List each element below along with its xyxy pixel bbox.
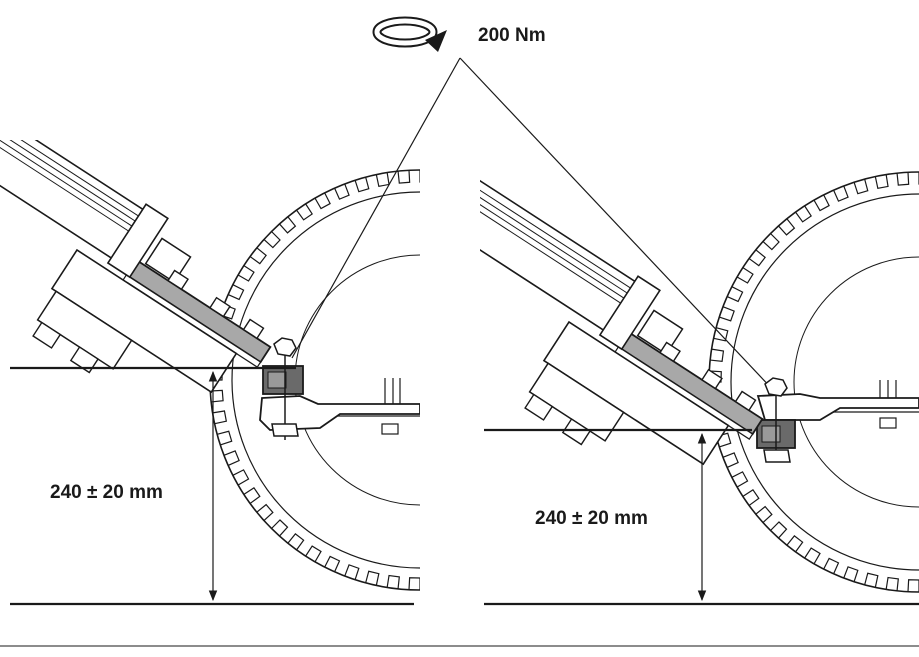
wheel-tooth bbox=[907, 579, 919, 592]
wheel-tooth bbox=[471, 568, 485, 583]
wheel-tooth bbox=[263, 231, 281, 249]
wheel-tooth bbox=[365, 570, 380, 586]
wheel-tooth bbox=[461, 175, 474, 189]
wheel-tooth bbox=[354, 177, 370, 193]
wheel-tooth bbox=[271, 519, 289, 537]
wheel-tooth bbox=[279, 216, 297, 234]
leader-line-right bbox=[459, 57, 776, 393]
wheel-tooth bbox=[731, 471, 749, 488]
wheel-tooth bbox=[296, 203, 313, 221]
wheel-tooth bbox=[223, 450, 240, 466]
wheel-tooth bbox=[864, 572, 879, 588]
wheel-tooth bbox=[596, 461, 611, 476]
right-bolt bbox=[763, 377, 791, 463]
wheel-tooth bbox=[853, 179, 869, 195]
wheel-tooth bbox=[491, 561, 505, 576]
right-view: 240 ± 20 mm bbox=[480, 145, 919, 606]
wheel-tooth bbox=[885, 576, 899, 591]
torque-indicator: 200 Nm bbox=[372, 16, 546, 52]
wheel-tooth bbox=[713, 327, 729, 342]
wheel-tooth bbox=[324, 555, 341, 573]
wheel-tooth bbox=[314, 192, 331, 210]
wheel-tooth bbox=[823, 557, 840, 575]
wheel-tooth bbox=[386, 574, 400, 589]
left-dimension-label: 240 ± 20 mm bbox=[50, 482, 163, 503]
wheel-tooth bbox=[586, 479, 602, 494]
wheel-tooth bbox=[755, 505, 773, 523]
wheel-tooth bbox=[726, 286, 744, 303]
wheel-tooth bbox=[874, 174, 889, 190]
leader-line-left bbox=[291, 57, 461, 359]
right-boom-assembly bbox=[480, 145, 764, 466]
wheel-tooth bbox=[605, 441, 620, 455]
wheel-tooth bbox=[528, 540, 544, 556]
wheel-tooth bbox=[742, 489, 760, 506]
right-dimension-label: 240 ± 20 mm bbox=[535, 508, 648, 529]
wheel-tooth bbox=[397, 170, 411, 184]
wheel-tooth bbox=[833, 185, 849, 202]
wheel-tooth bbox=[451, 574, 464, 588]
wheel-tooth bbox=[287, 533, 305, 551]
wheel-tooth bbox=[441, 171, 453, 184]
left-boom-assembly bbox=[0, 140, 272, 394]
rotation-arrow-icon bbox=[372, 16, 447, 52]
wheel-tooth bbox=[227, 284, 245, 301]
wheel-tooth bbox=[710, 348, 725, 362]
wheel-tooth bbox=[430, 577, 442, 590]
wheel-tooth bbox=[344, 564, 360, 580]
wheel-tooth bbox=[232, 469, 250, 486]
wheel-tooth bbox=[375, 172, 390, 188]
wheel-tooth bbox=[795, 205, 812, 223]
wheel-tooth bbox=[896, 172, 910, 186]
wheel-tooth bbox=[249, 247, 267, 265]
wheel-tooth bbox=[212, 410, 228, 425]
wheel-tooth bbox=[843, 566, 859, 582]
wheel-tooth bbox=[748, 249, 766, 267]
wheel-tooth bbox=[762, 233, 780, 251]
wheel-tooth bbox=[804, 547, 821, 565]
wheel-tooth bbox=[786, 535, 804, 553]
wheel-tooth bbox=[217, 430, 233, 446]
right-bracket-arm bbox=[756, 393, 919, 421]
wheel-tooth bbox=[719, 306, 735, 322]
wheel-tooth bbox=[813, 194, 830, 212]
left-bolt bbox=[271, 337, 299, 440]
wheel-tooth bbox=[736, 267, 754, 284]
wheel-tooth bbox=[545, 527, 561, 543]
left-bracket-arm bbox=[259, 395, 420, 431]
wheel-tooth bbox=[419, 170, 420, 183]
wheel-tooth bbox=[408, 577, 420, 590]
wheel-tooth bbox=[770, 521, 788, 539]
wheel-tooth bbox=[778, 218, 796, 236]
wheel-tooth bbox=[237, 265, 255, 282]
wheel-tooth bbox=[722, 452, 739, 468]
torque-label: 200 Nm bbox=[478, 25, 546, 46]
wheel-tooth bbox=[305, 545, 322, 563]
left-view: 240 ± 20 mm bbox=[0, 140, 620, 606]
wheel-tooth bbox=[334, 183, 350, 200]
wheel-tooth bbox=[243, 487, 261, 504]
wheel-tooth bbox=[510, 551, 525, 567]
wheel-tooth bbox=[256, 503, 274, 521]
